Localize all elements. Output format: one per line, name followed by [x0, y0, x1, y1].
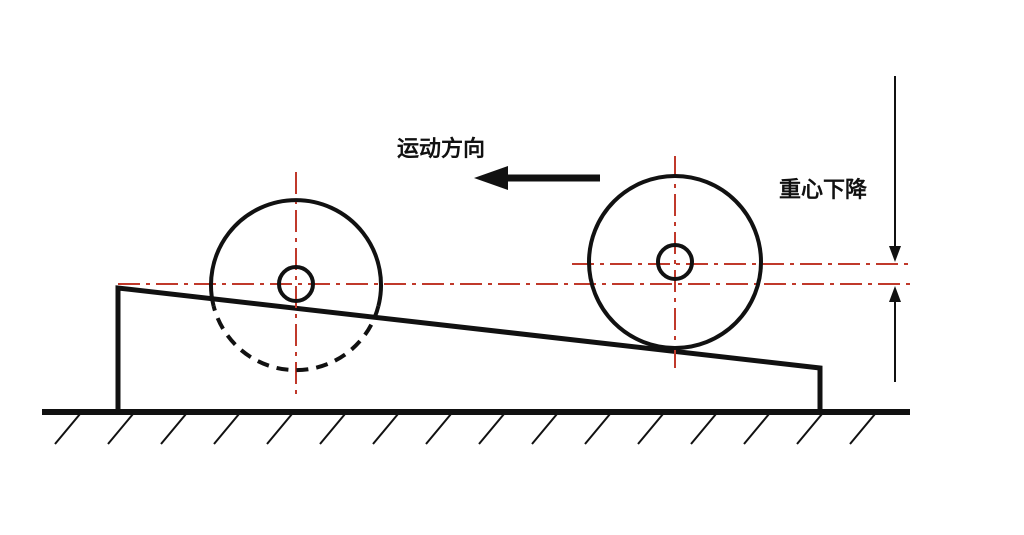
- right-roller: [587, 174, 763, 350]
- ground-hatching: [54, 413, 876, 445]
- ramp: [115, 285, 823, 412]
- left-roller-hub: [277, 265, 315, 303]
- motion-direction-arrow: [474, 166, 600, 190]
- motion-direction-label: 运动方向: [397, 136, 485, 162]
- left-roller-visible-arc: [209, 198, 383, 307]
- center-drop-dimension: [889, 76, 901, 382]
- right-roller-hub: [656, 243, 694, 281]
- center-drop-label: 重心下降: [779, 178, 868, 203]
